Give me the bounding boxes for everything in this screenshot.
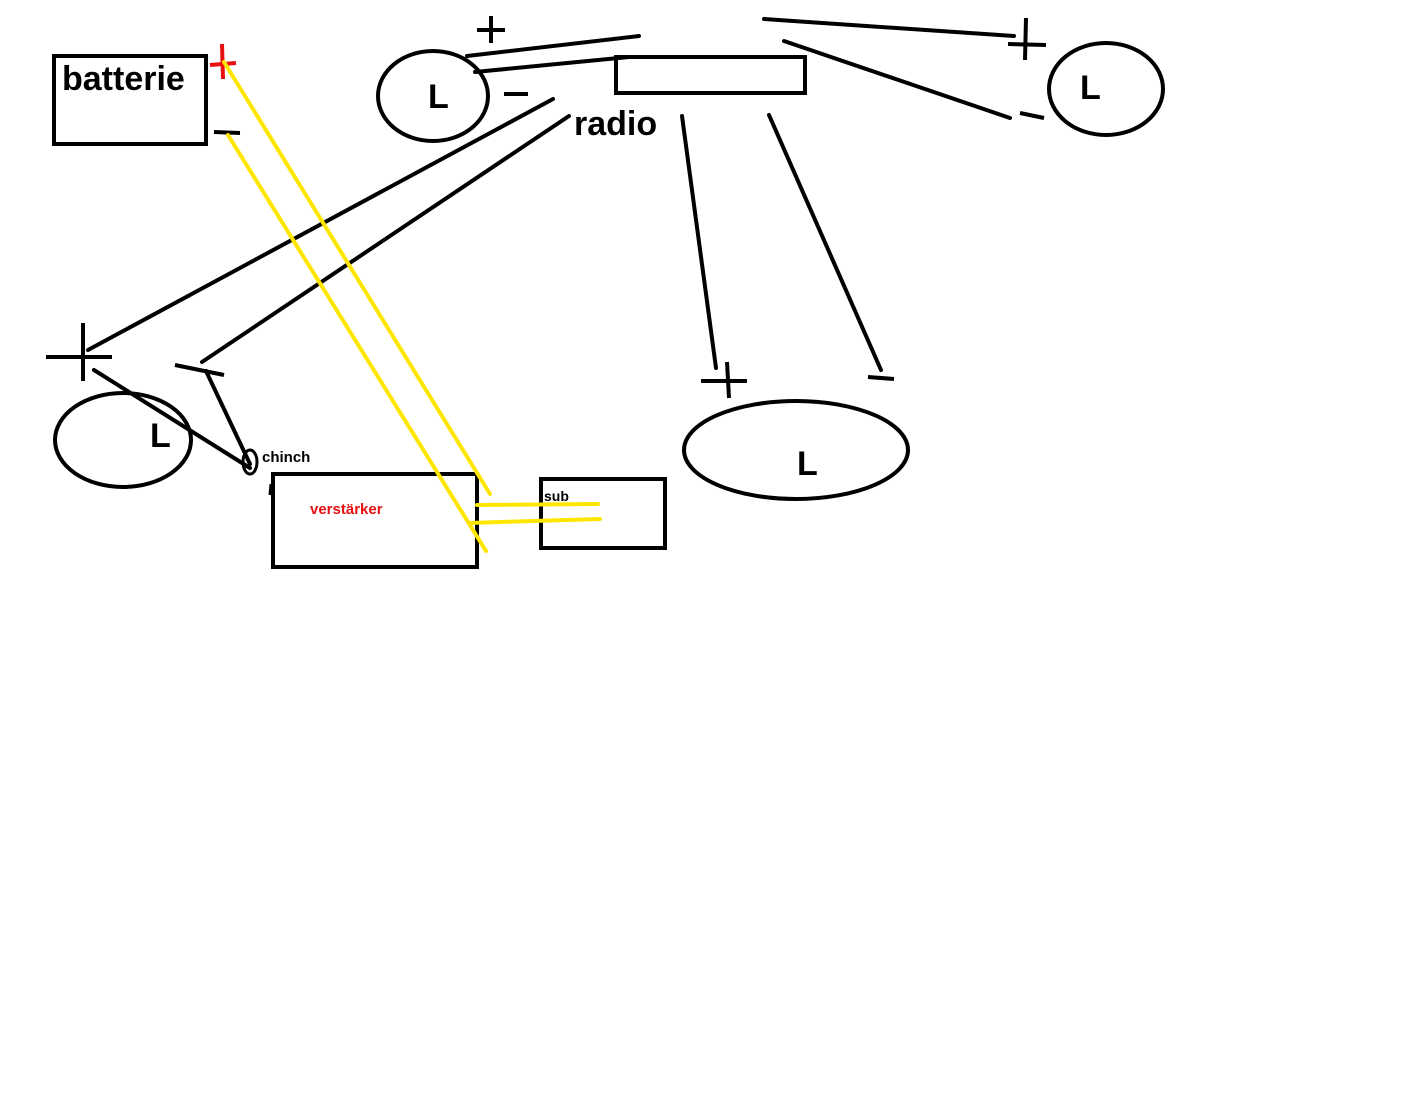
speaker-bottom-left: L: [46, 323, 225, 489]
radio-box: [614, 55, 807, 95]
wire-radio-to-bottom-left-minus: [200, 114, 571, 364]
speaker-bottom-right-plus-icon: [701, 361, 747, 399]
radio-label: radio: [574, 105, 657, 143]
wire-radio-to-top-left-plus: [465, 34, 641, 58]
speaker-top-right: L: [1007, 17, 1165, 137]
speaker-top-right-plus-icon: [1007, 17, 1047, 61]
speaker-top-right-minus-icon: [1019, 111, 1045, 120]
speaker-bottom-left-circle: [53, 391, 193, 489]
amplifier-box: [271, 472, 479, 569]
battery-minus-terminal-icon: [213, 130, 241, 135]
speaker-bottom-right: L: [682, 361, 910, 501]
power-wire-amplifier-to-sub-lower: [467, 517, 602, 525]
power-wire-battery-plus-to-amplifier: [222, 60, 492, 496]
subwoofer-box: [539, 477, 667, 550]
speaker-bottom-right-minus-icon: [867, 375, 895, 381]
amplifier: verstärker: [271, 472, 479, 569]
power-wires: [222, 60, 602, 553]
speaker-wires: [86, 17, 1016, 470]
cinch-label: chinch: [262, 449, 310, 466]
power-wire-amplifier-to-sub-upper: [475, 502, 600, 507]
wire-radio-to-bottom-right-plus: [680, 114, 718, 370]
speaker-bottom-right-label: L: [797, 445, 818, 483]
cinch-tick: [268, 483, 273, 496]
speaker-top-left-circle: [376, 49, 490, 143]
battery: batterie: [52, 43, 241, 146]
wire-bottom-left-minus-to-cinch: [204, 369, 252, 466]
wire-radio-to-top-right-minus: [782, 39, 1012, 120]
speaker-top-left-plus-icon: [477, 16, 505, 43]
speaker-bottom-left-label: L: [150, 417, 171, 455]
speaker-bottom-left-plus-icon: [46, 323, 112, 381]
speaker-bottom-right-circle: [682, 399, 910, 501]
amplifier-label: verstärker: [310, 501, 383, 518]
wire-bottom-left-plus-to-cinch: [92, 368, 252, 470]
wire-radio-to-bottom-right-minus: [767, 113, 883, 372]
wire-radio-to-bottom-left-plus: [86, 97, 555, 352]
speaker-top-left: L: [376, 16, 528, 143]
subwoofer: sub: [539, 477, 667, 550]
speaker-top-right-label: L: [1080, 69, 1101, 107]
speaker-bottom-left-minus-icon: [174, 363, 225, 377]
battery-box: [52, 54, 208, 146]
battery-label: batterie: [62, 60, 185, 98]
cinch-connector: chinch: [241, 448, 310, 496]
wire-radio-to-top-left-minus: [473, 55, 631, 74]
speaker-top-left-label: L: [428, 78, 449, 116]
radio: radio: [574, 55, 807, 143]
speaker-top-right-circle: [1047, 41, 1165, 137]
wire-radio-to-top-right-plus: [762, 17, 1016, 38]
subwoofer-label: sub: [544, 488, 569, 504]
power-wire-battery-minus-to-amplifier: [226, 133, 488, 553]
